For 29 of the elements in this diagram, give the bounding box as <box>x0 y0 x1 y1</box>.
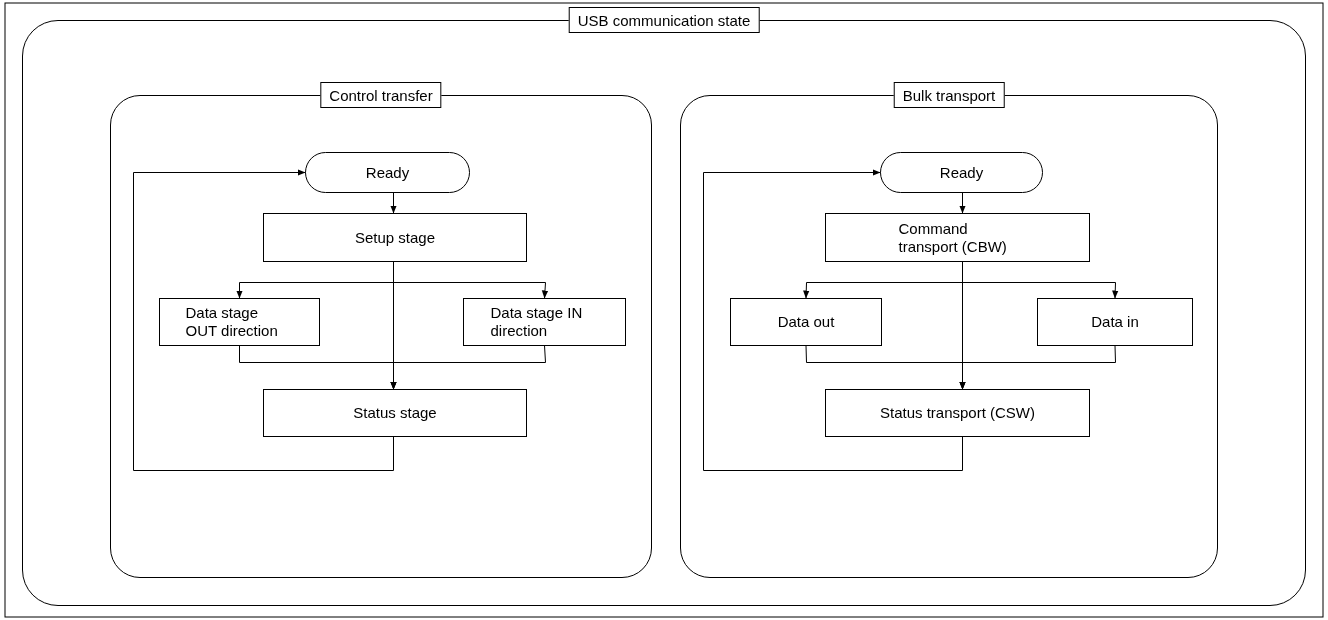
state-label: Data in <box>1091 313 1139 331</box>
state-label: Data out <box>777 313 835 331</box>
state-box <box>263 213 527 262</box>
arrow <box>959 345 1116 390</box>
state-box <box>825 213 1090 262</box>
state-label: Setup stage <box>354 228 436 247</box>
state-box <box>730 298 882 346</box>
state-box <box>825 389 1090 437</box>
state-heading: USB communication state <box>568 7 760 33</box>
state-label: Status stage <box>353 404 437 422</box>
state-box <box>463 298 626 346</box>
arrow <box>959 192 966 214</box>
state-box <box>263 389 527 437</box>
state-terminal <box>880 152 1043 193</box>
state-terminal <box>305 152 470 193</box>
arrow <box>390 192 397 214</box>
state-heading: Control transfer <box>320 82 442 108</box>
state-label: Data stage OUT direction <box>185 304 279 340</box>
state-box <box>159 298 320 346</box>
state-box <box>1037 298 1193 346</box>
arrow <box>390 345 546 390</box>
arrow <box>703 169 963 471</box>
state-label: Ready <box>365 163 410 182</box>
state-heading: Bulk transport <box>893 82 1005 108</box>
state-label: Status transport (CSW) <box>879 404 1035 422</box>
state-label: Data stage IN direction <box>490 304 584 340</box>
state-label: Command transport (CBW) <box>898 219 1008 256</box>
arrow <box>133 169 394 471</box>
state-label: Ready <box>939 163 984 182</box>
